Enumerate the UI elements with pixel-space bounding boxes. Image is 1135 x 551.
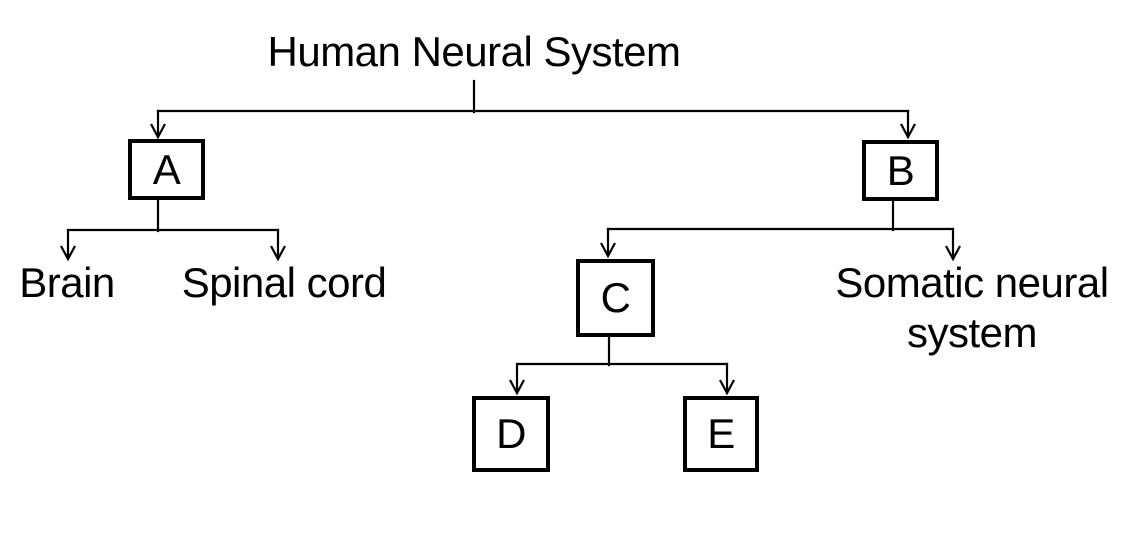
node-label-d: D (496, 410, 526, 457)
node-label-b: B (886, 146, 915, 194)
node-box-c: C (576, 259, 655, 337)
node-box-e: E (683, 396, 759, 472)
arrowhead-into-e-icon (719, 379, 735, 396)
arrowhead-into-a-icon (150, 123, 166, 140)
node-label-a: A (152, 145, 181, 193)
label-somatic-neural-system: Somatic neural system (835, 259, 1109, 356)
diagram-title: Human Neural System (267, 28, 681, 75)
arrowhead-into-brain-icon (60, 245, 76, 262)
node-label-c: C (600, 274, 631, 321)
arrowhead-into-c-icon (600, 242, 616, 259)
arrowhead-into-b-icon (900, 123, 916, 140)
label-brain: Brain (19, 259, 115, 306)
node-box-b: B (862, 140, 939, 201)
node-box-a: A (128, 139, 205, 200)
arrowhead-into-spinal-cord-icon (270, 245, 286, 262)
node-box-d: D (472, 396, 550, 472)
label-spinal-cord: Spinal cord (181, 259, 387, 306)
node-label-e: E (707, 410, 735, 457)
arrowhead-into-d-icon (509, 379, 525, 396)
arrowhead-into-somatic-icon (945, 245, 961, 262)
